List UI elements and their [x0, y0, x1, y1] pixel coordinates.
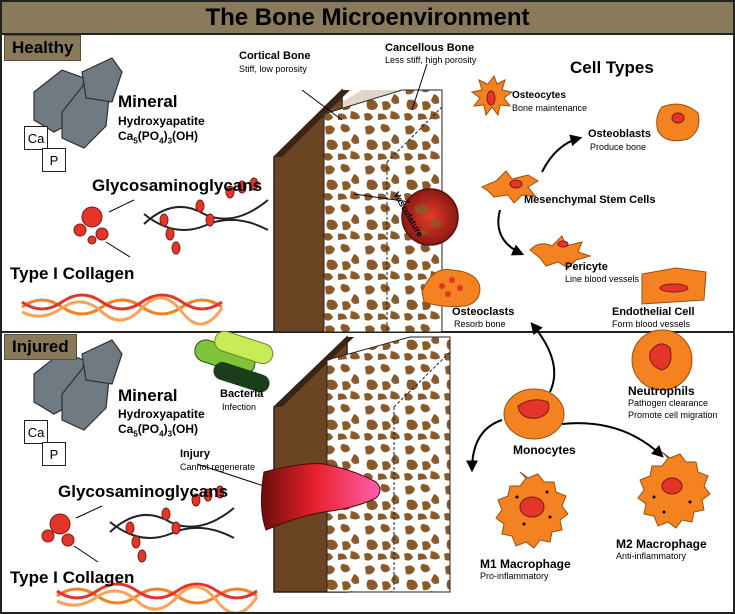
- osteoclasts-sub: Resorb bone: [454, 319, 506, 329]
- osteoblasts-title: Osteoblasts: [588, 128, 651, 140]
- osteoclasts-title: Osteoclasts: [452, 306, 515, 318]
- section-tag-healthy: Healthy: [4, 35, 82, 61]
- ca-box-injured: Ca: [24, 420, 48, 444]
- arrow-monocyte-m1: [466, 419, 503, 473]
- neutrophils-sub2: Promote cell migration: [628, 410, 718, 420]
- neutrophil-cell: [631, 329, 693, 391]
- monocyte-cell: [503, 388, 565, 440]
- monocytes-label: Monocytes: [513, 443, 576, 457]
- cancellous-bone-sub: Less stiff, high porosity: [385, 55, 477, 65]
- endothelial-title: Endothelial Cell: [612, 306, 695, 318]
- cortical-bone-title: Cortical Bone: [239, 50, 311, 62]
- osteoblast-cell: [656, 103, 700, 142]
- collagen-title-injured: Type I Collagen: [10, 568, 135, 587]
- collagen-injured: [56, 582, 259, 612]
- cortical-leader: [301, 89, 343, 121]
- injured-bone-block: [260, 335, 451, 593]
- osteocyte-cell: [470, 74, 514, 117]
- gag-injured: [41, 485, 235, 563]
- endothelial-cell: [641, 267, 707, 305]
- mineral-hydroxyapatite-injured: Hydroxyapatite: [118, 407, 205, 421]
- arrow-msc-osteoblast: [541, 134, 583, 173]
- arrow-msc-pericyte: [497, 209, 525, 256]
- neutrophils-title: Neutrophils: [628, 384, 695, 398]
- mineral-title-injured: Mineral: [118, 386, 178, 405]
- pericyte-title: Pericyte: [565, 261, 608, 273]
- healthy-bone-block: [273, 88, 459, 333]
- m2-macrophage-cell: [637, 451, 711, 529]
- pericyte-cell: [529, 235, 592, 269]
- page-title: The Bone Microenvironment: [2, 2, 733, 35]
- m1-sub: Pro-inflammatory: [480, 571, 549, 581]
- osteocytes-sub: Bone maintenance: [512, 103, 588, 113]
- m1-macrophage-cell: [495, 471, 569, 549]
- endothelial-sub: Form blood vessels: [612, 319, 691, 329]
- mineral-formula-injured: Ca5(PO4)3(OH): [118, 422, 199, 439]
- osteoclast-cell: [421, 268, 481, 307]
- arrow-monocyte-m2: [561, 422, 664, 458]
- bacteria-sub: Infection: [222, 402, 257, 412]
- neutrophils-sub1: Pathogen clearance: [628, 398, 709, 408]
- injury-wound: [260, 463, 381, 531]
- injury-title: Injury: [180, 448, 210, 460]
- m1-title: M1 Macrophage: [480, 557, 571, 571]
- m2-title: M2 Macrophage: [616, 537, 707, 551]
- p-box-injured: P: [42, 442, 66, 466]
- cell-types-title: Cell Types: [570, 58, 654, 77]
- pericyte-sub: Line blood vessels: [565, 274, 640, 284]
- msc-cell: [480, 170, 539, 204]
- section-tag-injured: Injured: [4, 334, 77, 360]
- osteocytes-title: Osteocytes: [512, 90, 566, 101]
- gag-healthy: [73, 177, 269, 258]
- p-box: P: [42, 148, 66, 172]
- mineral-hydroxyapatite: Hydroxyapatite: [118, 114, 205, 128]
- bacteria: [194, 330, 274, 393]
- gag-title-injured: Glycosaminoglycans: [58, 482, 229, 501]
- collagen-title-healthy: Type I Collagen: [10, 264, 135, 283]
- msc-label: Mesenchymal Stem Cells: [524, 194, 656, 206]
- mineral-healthy: [33, 57, 123, 149]
- gag-title-healthy: Glycosaminoglycans: [92, 176, 263, 195]
- arrow-monocyte-osteoclast: [530, 322, 556, 393]
- collagen-healthy: [21, 293, 224, 326]
- mineral-formula: Ca5(PO4)3(OH): [118, 129, 199, 146]
- cortical-bone-sub: Stiff, low porosity: [239, 64, 307, 74]
- injury-sub: Cannot regenerate: [180, 462, 256, 472]
- injury-leader: [196, 463, 265, 487]
- cancellous-leader: [411, 63, 428, 111]
- m2-sub: Anti-inflammatory: [616, 551, 687, 561]
- mineral-title: Mineral: [118, 92, 178, 111]
- cancellous-bone-title: Cancellous Bone: [385, 42, 475, 54]
- mineral-injured: [33, 339, 123, 431]
- ca-box: Ca: [24, 126, 48, 150]
- vasculature-circle: [401, 188, 459, 246]
- osteoblasts-sub: Produce bone: [590, 142, 647, 152]
- bacteria-title: Bacteria: [220, 388, 264, 400]
